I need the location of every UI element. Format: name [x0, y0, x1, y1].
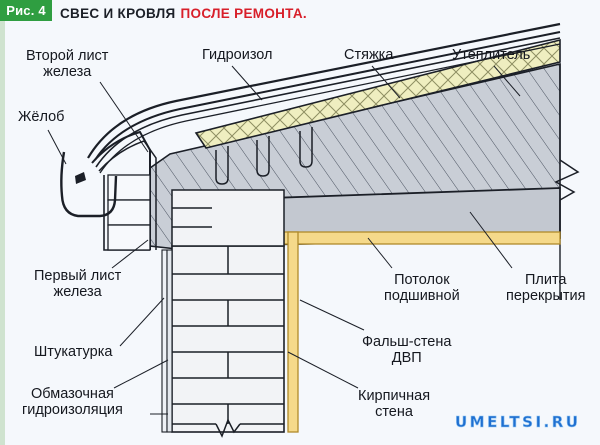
false-wall-dvp — [287, 231, 299, 433]
insulation-layer — [194, 38, 561, 149]
leader-lines — [47, 65, 521, 415]
title-main-text: СВЕС И КРОВЛЯ — [60, 5, 176, 21]
title-accent-text: ПОСЛЕ РЕМОНТА. — [180, 5, 307, 21]
label-line-2: перекрытия — [506, 288, 586, 304]
left-edge-strip — [0, 0, 5, 445]
label-line-1: Второй лист — [26, 48, 109, 64]
label-obmazochnaya-gidroizolyatsiya: Обмазочная гидроизоляция — [22, 386, 123, 418]
suspended-ceiling — [283, 231, 561, 245]
label-styazhka: Стяжка — [344, 48, 393, 63]
figure-badge: Рис. 4 — [0, 0, 52, 21]
break-symbol-right — [554, 64, 580, 300]
label-line-2: подшивной — [384, 288, 460, 304]
brick-wall — [171, 189, 285, 438]
label-line-2: железа — [43, 64, 92, 80]
label-shtukaturka: Штукатурка — [34, 345, 112, 360]
label-line-1: Утеплитель — [452, 47, 531, 63]
label-line-1: Кирпичная — [358, 388, 431, 404]
label-line-1: Обмазочная — [31, 386, 114, 402]
label-line-1: Фальш-стена — [362, 334, 452, 350]
label-vtoroy-list-zheleza: Второй лист железа — [26, 48, 108, 80]
label-line-2: стена — [375, 404, 413, 420]
plaster-and-coating-layers — [161, 249, 173, 433]
label-falsh-stena-dvp: Фальш-стена ДВП — [362, 334, 451, 366]
label-line-1: Гидроизол — [202, 47, 273, 63]
label-kirpichnaya-stena: Кирпичная стена — [358, 388, 430, 420]
label-perviy-list-zheleza: Первый лист железа — [34, 268, 121, 300]
label-zhelob: Жёлоб — [18, 110, 64, 125]
label-line-2: ДВП — [391, 350, 422, 366]
gutter-hook — [60, 151, 118, 218]
label-plita-perekrytiya: Плита перекрытия — [506, 272, 585, 304]
label-line-1: Штукатурка — [34, 344, 113, 360]
label-line-1: Жёлоб — [18, 109, 65, 125]
label-uteplitel: Утеплитель — [452, 48, 530, 63]
label-line-1: Стяжка — [344, 47, 394, 63]
label-gidroizol: Гидроизол — [202, 48, 273, 63]
roof-anchors — [215, 127, 313, 185]
site-watermark: UMELTSI.RU — [455, 413, 581, 432]
label-line-1: Плита — [524, 272, 567, 288]
label-line-1: Первый лист — [34, 268, 122, 284]
label-line-2: гидроизоляция — [22, 402, 123, 418]
label-potolok-podshivnoy: Потолок подшивной — [384, 272, 460, 304]
label-line-2: железа — [53, 284, 102, 300]
second-metal-sheet — [87, 22, 561, 159]
label-line-1: Потолок — [394, 272, 450, 288]
first-metal-sheet — [91, 130, 157, 250]
figure-title: СВЕС И КРОВЛЯ ПОСЛЕ РЕМОНТА. — [60, 3, 307, 23]
